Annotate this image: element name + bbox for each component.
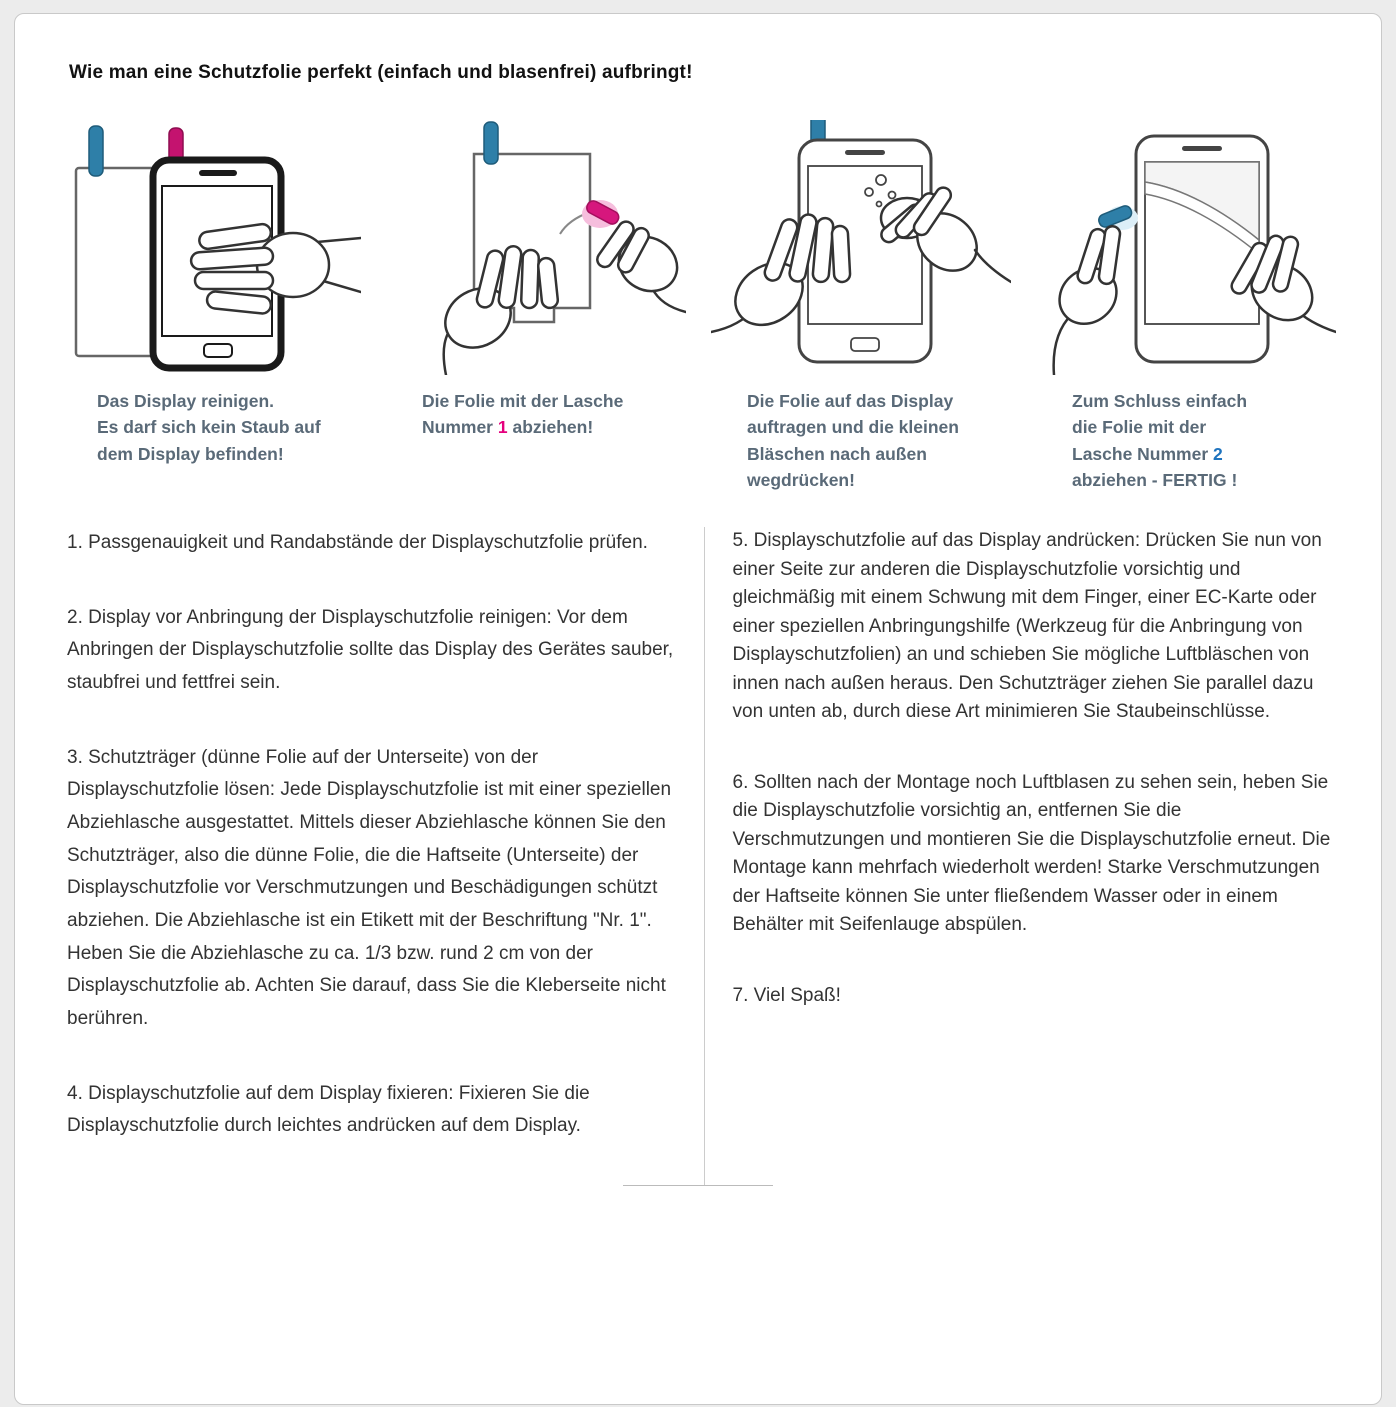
caption-line: Das Display reinigen. (97, 391, 275, 411)
caption-line: dem Display befinden! (97, 443, 284, 464)
peel-tab-1-drawing (442, 121, 686, 375)
caption-line: abziehen - FERTIG ! (1072, 469, 1238, 490)
magenta-tab-icon (585, 200, 619, 225)
tab-number-2: 2 (1213, 443, 1223, 464)
illustration-clean-display (55, 120, 366, 378)
column-divider (703, 527, 705, 1186)
steps-column-right: 5. Displayschutzfolie auf das Display an… (733, 527, 1342, 1185)
tab-number-1: 1 (497, 417, 508, 438)
caption-line: die Folie mit der (1072, 417, 1207, 438)
caption-line: Die Folie mit der Lasche (422, 391, 624, 411)
step-2: 2. Display vor Anbringung der Displaysch… (67, 606, 674, 694)
instruction-card: Wie man eine Schutzfolie perfekt (einfac… (14, 13, 1382, 1405)
hand-icon (710, 213, 851, 334)
illustration-peel-tab-1 (380, 120, 691, 378)
clean-display-drawing (74, 125, 361, 372)
bottom-divider-tick (623, 1185, 773, 1187)
hand-icon (1229, 234, 1336, 334)
step-4: 4. Displayschutzfolie auf dem Display fi… (67, 1082, 590, 1137)
caption-peel-tab-2: Zum Schluss einfach die Folie mit der La… (1030, 388, 1341, 493)
steps-column-left: 1. Passgenauigkeit und Randabstände der … (67, 527, 676, 1185)
caption-line: Zum Schluss einfach (1072, 391, 1248, 411)
caption-line: wegdrücken! (747, 469, 855, 490)
blue-tab-icon (87, 125, 104, 177)
caption-line: Lasche Nummer 2 (1072, 443, 1223, 464)
figure-peel-tab-2: Zum Schluss einfach die Folie mit der La… (1030, 120, 1341, 493)
peel-tab-2-drawing (1051, 134, 1336, 375)
step-1: 1. Passgenauigkeit und Randabstände der … (67, 532, 648, 553)
caption-line: Es darf sich kein Staub auf (97, 417, 321, 438)
figure-apply-film: Die Folie auf das Display auftragen und … (705, 120, 1016, 493)
step-3: 3. Schutzträger (dünne Folie auf der Unt… (67, 746, 672, 1030)
blue-tab-icon (482, 121, 499, 165)
steps-section: 1. Passgenauigkeit und Randabstände der … (55, 527, 1342, 1186)
hand-icon (189, 222, 361, 315)
figure-clean-display: Das Display reinigen. Es darf sich kein … (55, 120, 366, 493)
caption-line: Nummer 1 abziehen! (422, 417, 594, 438)
hand-icon (442, 244, 559, 375)
step-6: 6. Sollten nach der Montage noch Luftbla… (732, 771, 1331, 936)
page-title: Wie man eine Schutzfolie perfekt (einfac… (69, 62, 693, 83)
blue-tab-icon (1097, 205, 1132, 228)
figures-row: Das Display reinigen. Es darf sich kein … (55, 120, 1341, 493)
step-7: 7. Viel Spaß! (732, 984, 841, 1006)
step-5: 5. Displayschutzfolie auf das Display an… (732, 530, 1322, 722)
figure-peel-tab-1: Die Folie mit der Lasche Nummer 1 abzieh… (380, 120, 691, 493)
caption-line: Bläschen nach außen (747, 443, 927, 464)
bubbles-icon (863, 174, 896, 208)
caption-apply-film: Die Folie auf das Display auftragen und … (705, 388, 1016, 493)
caption-line: auftragen und die kleinen (747, 417, 959, 438)
caption-line: Die Folie auf das Display (747, 391, 954, 411)
illustration-peel-tab-2 (1030, 120, 1341, 378)
hand-icon (1051, 225, 1121, 375)
apply-film-drawing (710, 120, 1011, 364)
caption-clean-display: Das Display reinigen. Es darf sich kein … (55, 388, 366, 467)
hand-icon (879, 186, 1011, 284)
caption-peel-tab-1: Die Folie mit der Lasche Nummer 1 abzieh… (380, 388, 691, 441)
illustration-apply-film (705, 120, 1016, 378)
hand-icon (595, 220, 686, 314)
